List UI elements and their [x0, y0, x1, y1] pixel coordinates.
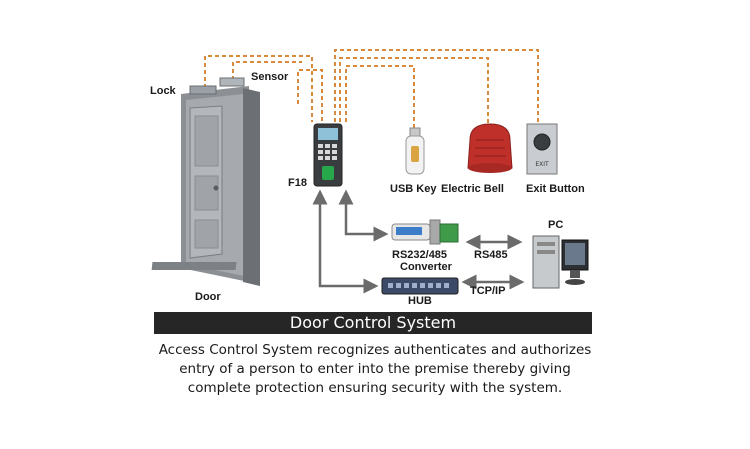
pc-device [532, 235, 589, 289]
caption-title: Door Control System [289, 313, 457, 332]
label-converter-line2: Converter [400, 261, 453, 273]
sensor-device [219, 77, 245, 87]
lock-device [189, 85, 217, 95]
label-converter-line1: RS232/485 [392, 249, 447, 261]
wire-lock [204, 55, 313, 122]
data-connectors [312, 189, 525, 294]
label-usb-key: USB Key [390, 183, 437, 195]
wire-sensor-2 [297, 69, 323, 122]
description-text: Access Control System recognizes authent… [120, 341, 630, 398]
exit-button-device: EXIT [526, 123, 558, 175]
usb-key-device [405, 127, 425, 175]
description-line-2: entry of a person to enter into the prem… [179, 361, 571, 377]
electric-bell-device [467, 123, 513, 173]
label-f18: F18 [288, 177, 307, 189]
exit-button-text: EXIT [535, 161, 549, 168]
wire-electric-bell [339, 57, 489, 124]
rs232-485-converter [391, 219, 459, 245]
label-tcpip: TCP/IP [470, 285, 505, 297]
door-illustration [151, 77, 260, 286]
wire-exit-button [334, 49, 539, 122]
description-line-3: complete protection ensuring security wi… [187, 380, 563, 396]
f18-terminal [313, 123, 343, 187]
label-electric-bell: Electric Bell [441, 183, 504, 195]
wiring [204, 49, 539, 128]
label-door: Door [195, 291, 221, 303]
connector-f18-hub [312, 189, 379, 294]
label-lock: Lock [150, 85, 177, 97]
wire-usb-key [345, 65, 415, 128]
wire-sensor [232, 61, 302, 80]
label-pc: PC [548, 219, 563, 231]
description-line-1: Access Control System recognizes authent… [158, 342, 592, 358]
label-rs485: RS485 [474, 249, 508, 261]
hub-device [381, 277, 459, 295]
caption-bar: Door Control System [154, 312, 592, 334]
label-hub: HUB [408, 295, 432, 307]
label-exit-button: Exit Button [526, 183, 585, 195]
connector-f18-converter [338, 189, 389, 242]
label-sensor: Sensor [251, 71, 289, 83]
